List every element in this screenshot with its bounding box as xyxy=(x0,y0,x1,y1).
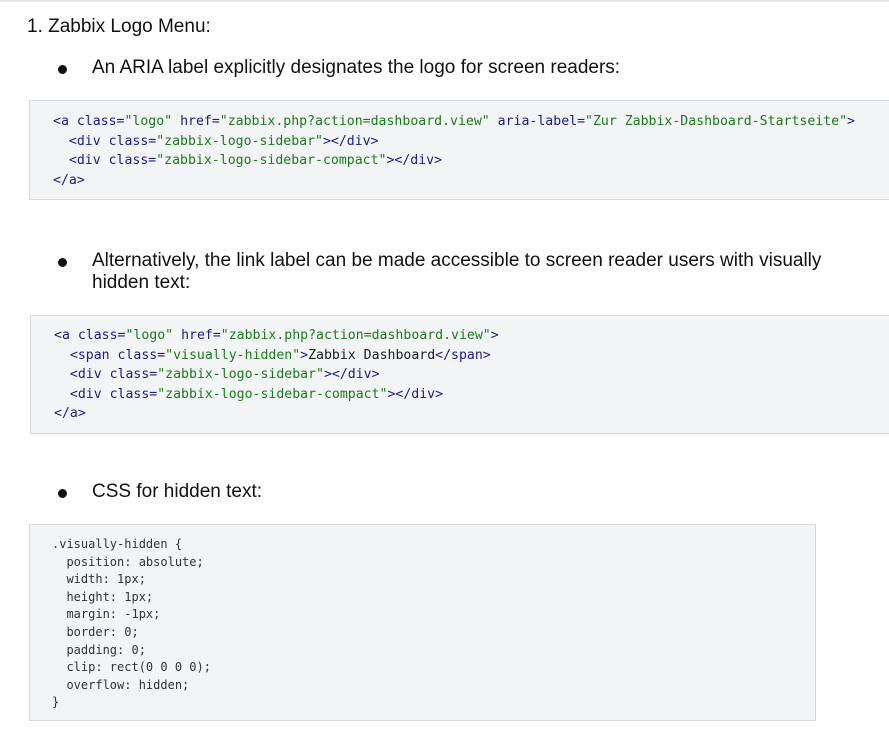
bullet-dot-icon xyxy=(58,258,67,267)
code-line: padding: 0; xyxy=(52,642,146,657)
code-line: margin: -1px; xyxy=(52,607,161,622)
code-line: <span class="visually-hidden">Zabbix Das… xyxy=(69,347,491,363)
top-divider xyxy=(0,0,889,2)
bullet-dot-icon xyxy=(58,489,67,498)
code-line: <a class="logo" href="zabbix.php?action=… xyxy=(54,328,499,343)
bullet-css: CSS for hidden text: xyxy=(58,481,858,503)
section-heading: 1. Zabbix Logo Menu: xyxy=(27,16,211,37)
code-line: <a class="logo" href="zabbix.php?action=… xyxy=(53,114,855,129)
code-line: position: absolute; xyxy=(52,554,204,569)
bullet-text: CSS for hidden text: xyxy=(92,481,263,502)
code-line: height: 1px; xyxy=(52,589,154,604)
code-line: <div class="zabbix-logo-sidebar-compact"… xyxy=(69,386,444,402)
bullet-aria-label: An ARIA label explicitly designates the … xyxy=(58,57,858,79)
bullet-text: An ARIA label explicitly designates the … xyxy=(92,57,621,78)
code-line: <div class="zabbix-logo-sidebar"></div> xyxy=(69,367,380,382)
code-line: } xyxy=(52,695,60,710)
code-block-css: .visually-hidden { position: absolute; w… xyxy=(29,524,816,721)
code-block-hidden-text: <a class="logo" href="zabbix.php?action=… xyxy=(30,315,889,434)
bullet-text: Alternatively, the link label can be mad… xyxy=(92,250,822,293)
bullet-hidden-text: Alternatively, the link label can be mad… xyxy=(58,250,858,294)
code-line: .visually-hidden { xyxy=(52,537,183,551)
code-block-aria-label: <a class="logo" href="zabbix.php?action=… xyxy=(29,100,889,200)
code-line: overflow: hidden; xyxy=(52,677,190,692)
bullet-dot-icon xyxy=(58,65,67,74)
code-line: <div class="zabbix-logo-sidebar-compact"… xyxy=(68,153,443,168)
code-line: border: 0; xyxy=(52,624,139,639)
code-line: clip: rect(0 0 0 0); xyxy=(52,660,211,675)
code-line: </a> xyxy=(53,172,85,188)
code-line: <div class="zabbix-logo-sidebar"></div> xyxy=(68,133,379,149)
code-line: </a> xyxy=(54,406,86,421)
code-line: width: 1px; xyxy=(52,572,146,587)
